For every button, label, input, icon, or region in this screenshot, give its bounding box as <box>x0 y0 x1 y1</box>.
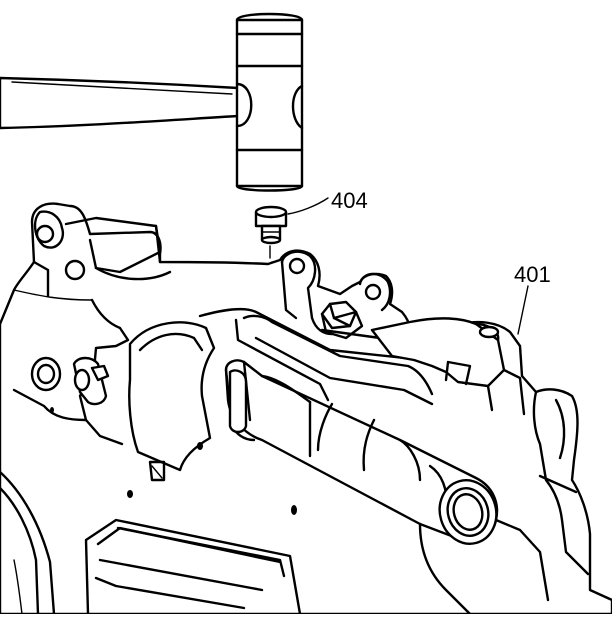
hammer <box>0 12 304 192</box>
vent-fitting <box>72 356 110 406</box>
bottom-plate <box>84 518 302 616</box>
cylinder-bore <box>224 359 499 545</box>
transmission-case-401 <box>0 202 612 616</box>
hammer-handle <box>0 76 240 130</box>
callout-404: 404 <box>331 188 368 213</box>
leader-line-404 <box>287 197 329 215</box>
leader-line-401 <box>517 285 529 335</box>
callout-401: 401 <box>514 262 551 287</box>
bolt-head <box>320 300 364 340</box>
